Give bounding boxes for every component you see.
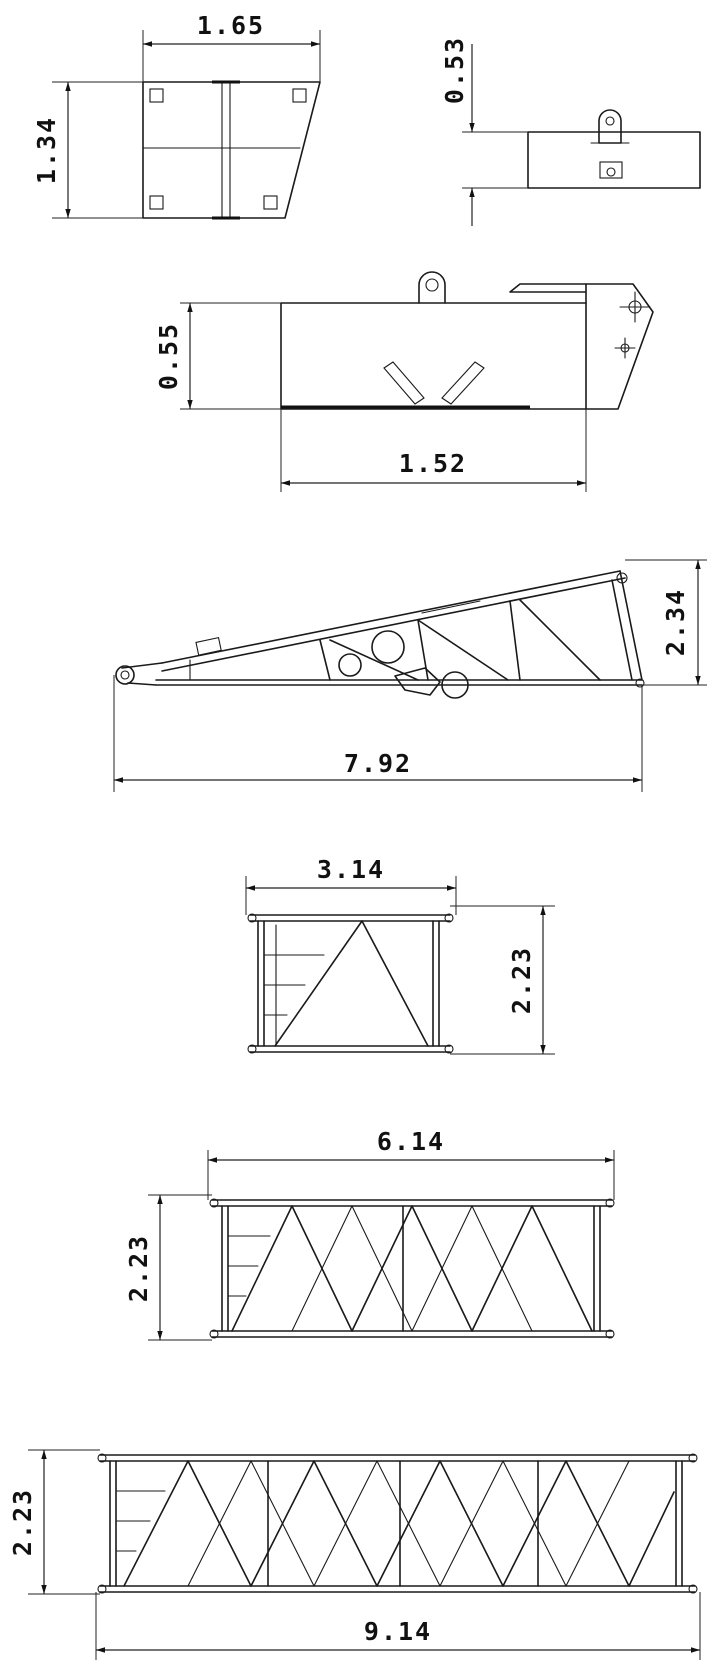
dim-section-1-length: 3.14 xyxy=(245,855,457,915)
label-boom-base-length: 7.92 xyxy=(344,749,412,778)
dim-tip-width: 1.52 xyxy=(280,409,587,492)
dim-section-2-height: 2.23 xyxy=(124,1194,212,1341)
label-section-1-length: 3.14 xyxy=(317,855,385,884)
label-tip-height: 0.55 xyxy=(154,322,183,390)
dim-top-block-height: 1.34 xyxy=(32,81,143,219)
label-top-block-width: 1.65 xyxy=(197,11,265,40)
dim-section-3-height: 2.23 xyxy=(8,1449,100,1595)
boom-section-1 xyxy=(247,913,454,1054)
dim-section-1-height: 2.23 xyxy=(450,905,555,1055)
label-section-2-length: 6.14 xyxy=(377,1127,445,1156)
dim-tip-height: 0.55 xyxy=(154,302,281,410)
side-block xyxy=(527,109,701,189)
label-tip-width: 1.52 xyxy=(399,449,467,478)
label-section-3-height: 2.23 xyxy=(8,1488,37,1556)
label-side-block-height: 0.53 xyxy=(440,36,469,104)
boom-section-3 xyxy=(97,1453,698,1594)
dim-top-block-width: 1.65 xyxy=(142,11,321,82)
label-section-2-height: 2.23 xyxy=(124,1234,153,1302)
label-section-1-height: 2.23 xyxy=(507,946,536,1014)
dim-section-2-length: 6.14 xyxy=(207,1127,615,1200)
label-top-block-height: 1.34 xyxy=(32,116,61,184)
label-section-3-length: 9.14 xyxy=(364,1617,432,1646)
label-boom-base-height: 2.34 xyxy=(661,588,690,656)
dim-side-block-height: 0.53 xyxy=(440,36,528,226)
top-block xyxy=(142,80,321,220)
dim-boom-base-height: 2.34 xyxy=(625,559,707,686)
dim-section-3-length: 9.14 xyxy=(95,1592,701,1660)
boom-section-2 xyxy=(209,1198,615,1339)
dim-boom-base-length: 7.92 xyxy=(113,675,643,792)
boom-base xyxy=(115,570,645,699)
boom-tip xyxy=(280,271,654,410)
